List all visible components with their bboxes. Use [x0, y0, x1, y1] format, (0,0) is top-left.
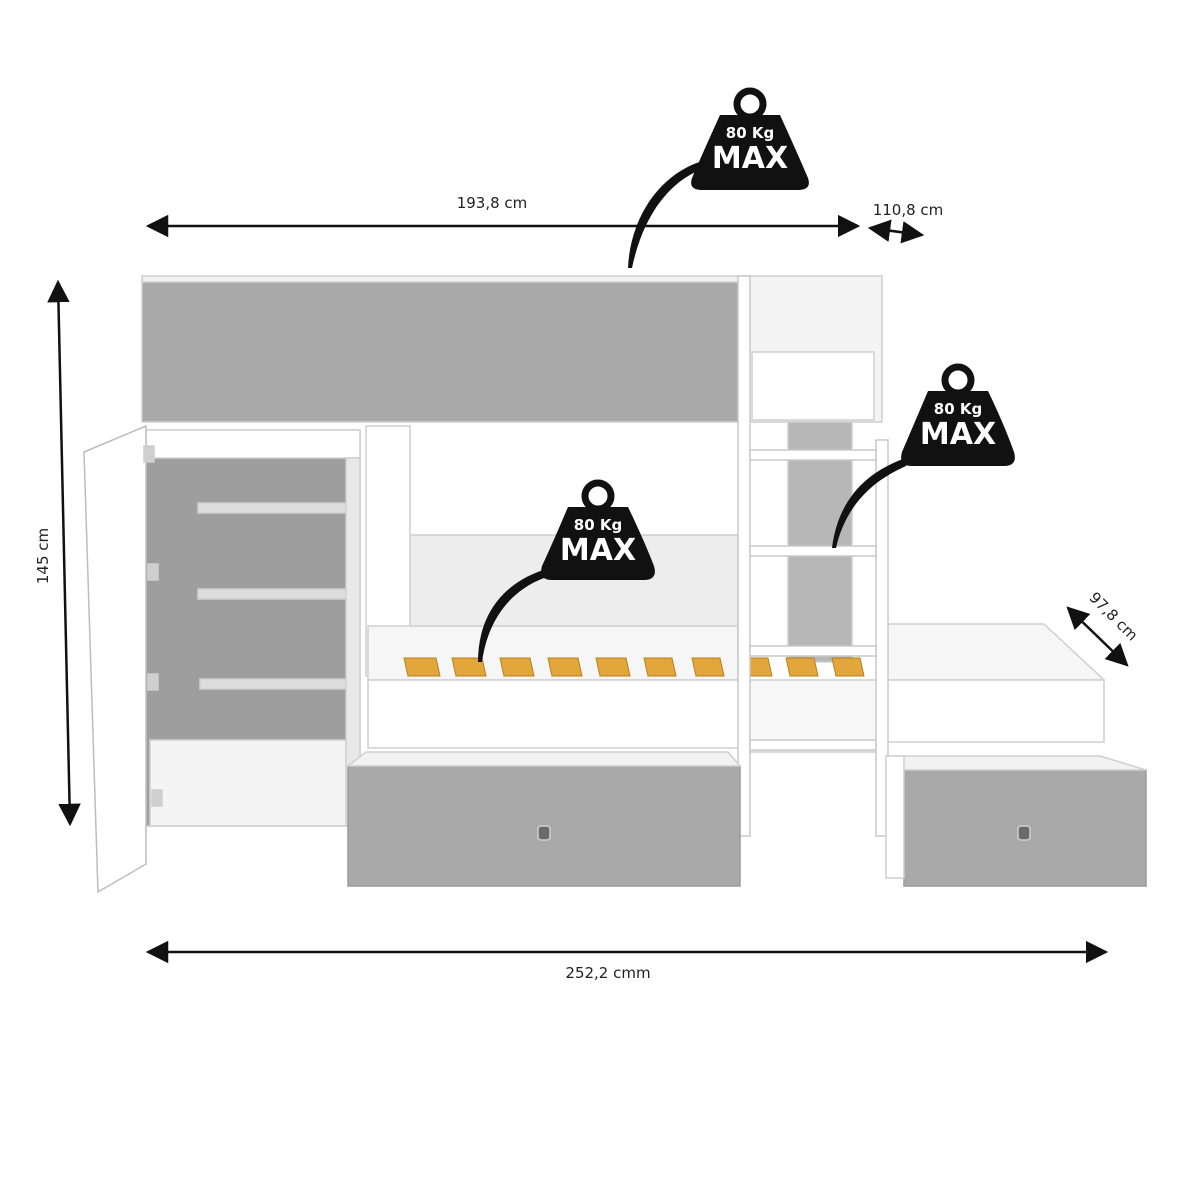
badge-line2: MAX [560, 533, 636, 568]
weight-icon [691, 115, 809, 190]
weight-icon [541, 507, 655, 580]
badge-line1: 80 Kg [934, 400, 982, 418]
length-label: 193,8 cm [457, 194, 528, 212]
height-arrow [47, 279, 81, 827]
badge-line1: 80 Kg [726, 124, 774, 142]
depth-lower-label: 97,8 cm [1086, 589, 1142, 645]
total-length-label: 252,2 cmm [565, 964, 650, 982]
door-hinge [151, 789, 163, 807]
upper-bed-panel [141, 279, 741, 423]
weight-icon [901, 391, 1015, 466]
door-hinge [147, 673, 159, 691]
pointer-arrow [478, 568, 550, 662]
lower-bed-side-rail [367, 679, 741, 749]
pointer-arrow [628, 160, 706, 268]
weight-badge-lower: 80 Kg MAX [478, 479, 655, 662]
width-top-arrow [867, 219, 925, 244]
badge-line2: MAX [712, 141, 788, 176]
bunk-bed [83, 275, 1147, 894]
pointer-arrow [832, 456, 912, 548]
weight-badge-right: 80 Kg MAX [832, 363, 1015, 548]
badge-line1: 80 Kg [574, 516, 622, 534]
ladder [737, 275, 889, 837]
right-bed-side-rail [879, 679, 1105, 743]
depth-lower-arrow [1066, 606, 1129, 667]
shelf [197, 588, 357, 600]
door-hinge [143, 445, 155, 463]
shelf [199, 678, 359, 690]
weight-badge-upper: 80 Kg MAX [628, 87, 809, 268]
width-top-label: 110,8 cm [873, 201, 944, 219]
drawer-handle [1017, 825, 1031, 841]
shelf [197, 502, 357, 514]
wardrobe-door [83, 424, 147, 894]
height-label: 145 cm [34, 528, 52, 584]
badge-line2: MAX [920, 417, 996, 452]
dimension-lines [47, 214, 1129, 964]
drawer-handle [537, 825, 551, 841]
door-hinge [147, 563, 159, 581]
